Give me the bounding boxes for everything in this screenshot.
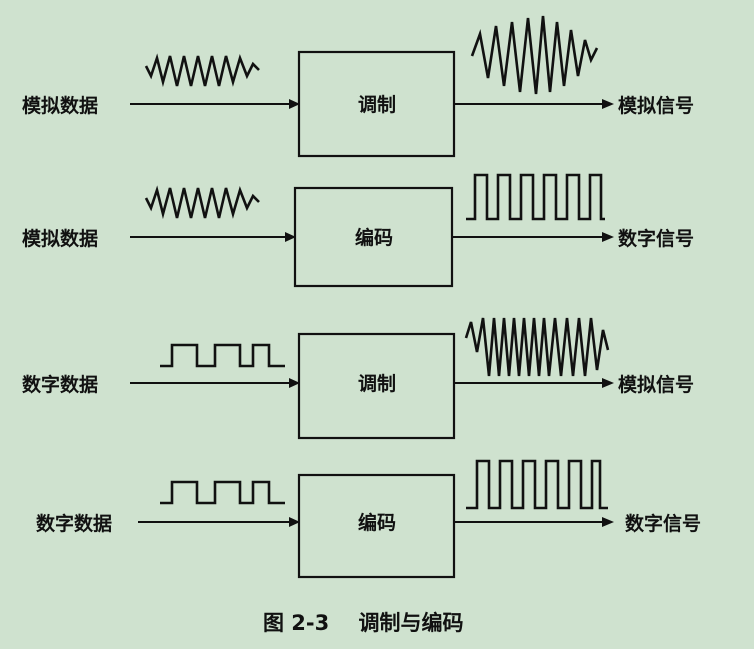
process-label: 编码	[358, 511, 396, 534]
process-box	[293, 186, 454, 288]
figure-caption: 图 2-3 调制与编码	[263, 611, 464, 635]
output-digital-square-wave-icon	[466, 459, 608, 510]
process-label: 编码	[355, 226, 393, 249]
output-modulated-analog-wave-icon	[470, 15, 599, 95]
input-analog-wave-icon	[144, 53, 260, 88]
row-digital-data-modulation: 数字数据 调制 模拟信号	[22, 317, 694, 440]
output-label: 模拟信号	[618, 94, 694, 117]
row-digital-data-encoding: 数字数据 编码 数字信号	[36, 459, 701, 579]
input-label: 模拟数据	[22, 94, 98, 117]
input-label: 数字数据	[36, 512, 112, 535]
output-digital-square-wave-icon	[466, 173, 605, 221]
input-label: 模拟数据	[22, 227, 98, 250]
input-label: 数字数据	[22, 373, 98, 396]
input-arrowhead	[289, 378, 300, 388]
process-box	[297, 332, 456, 440]
output-arrowhead	[602, 99, 614, 109]
row-analog-data-modulation: 模拟数据 调制 模拟信号	[22, 15, 694, 158]
input-arrowhead	[289, 517, 300, 527]
output-arrowhead	[602, 378, 614, 388]
input-analog-wave-icon	[144, 185, 260, 220]
input-digital-square-wave-icon	[160, 480, 285, 505]
output-arrowhead	[602, 517, 614, 527]
output-modulated-analog-wave-icon	[464, 317, 610, 377]
output-label: 数字信号	[625, 512, 701, 535]
process-label: 调制	[358, 93, 396, 116]
output-label: 数字信号	[618, 227, 694, 250]
process-box	[297, 473, 456, 579]
output-label: 模拟信号	[618, 373, 694, 396]
process-label: 调制	[358, 372, 396, 395]
process-box	[297, 50, 456, 158]
input-arrowhead	[285, 232, 296, 242]
input-digital-square-wave-icon	[160, 343, 285, 368]
input-arrowhead	[289, 99, 300, 109]
output-arrowhead	[602, 232, 614, 242]
row-analog-data-encoding: 模拟数据 编码 数字信号	[22, 173, 694, 288]
